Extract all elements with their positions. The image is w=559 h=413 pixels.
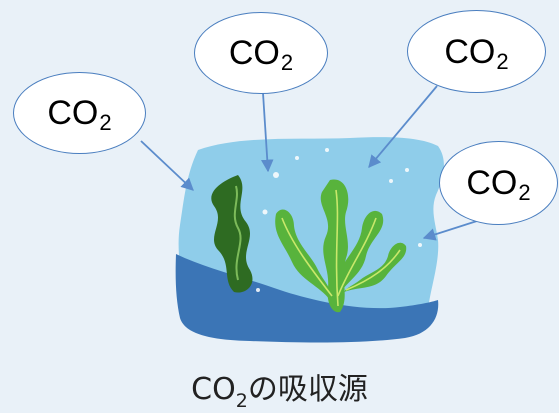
co2-subscript: 2 bbox=[496, 48, 509, 74]
caption: CO2の吸収源 bbox=[0, 364, 559, 412]
co2-subscript: 2 bbox=[518, 180, 531, 205]
co2-arrows bbox=[140, 85, 478, 241]
co2-label: CO bbox=[466, 164, 518, 202]
arrow-right-top bbox=[368, 85, 438, 168]
caption-subscript: 2 bbox=[235, 390, 248, 412]
arrow-left bbox=[140, 140, 194, 191]
water-bubbles bbox=[256, 148, 422, 292]
arrow-top bbox=[260, 92, 274, 173]
co2-subscript: 2 bbox=[99, 110, 112, 135]
co2-label: CO bbox=[47, 94, 99, 132]
caption-co: CO bbox=[191, 372, 236, 407]
co2-subscript: 2 bbox=[280, 50, 294, 75]
arrow-right bbox=[422, 220, 478, 241]
dark-seaweed bbox=[211, 175, 253, 293]
co2-label: CO bbox=[228, 34, 280, 72]
co2-label: CO bbox=[444, 32, 496, 71]
caption-rest: の吸収源 bbox=[247, 372, 368, 407]
seabed bbox=[175, 254, 439, 343]
